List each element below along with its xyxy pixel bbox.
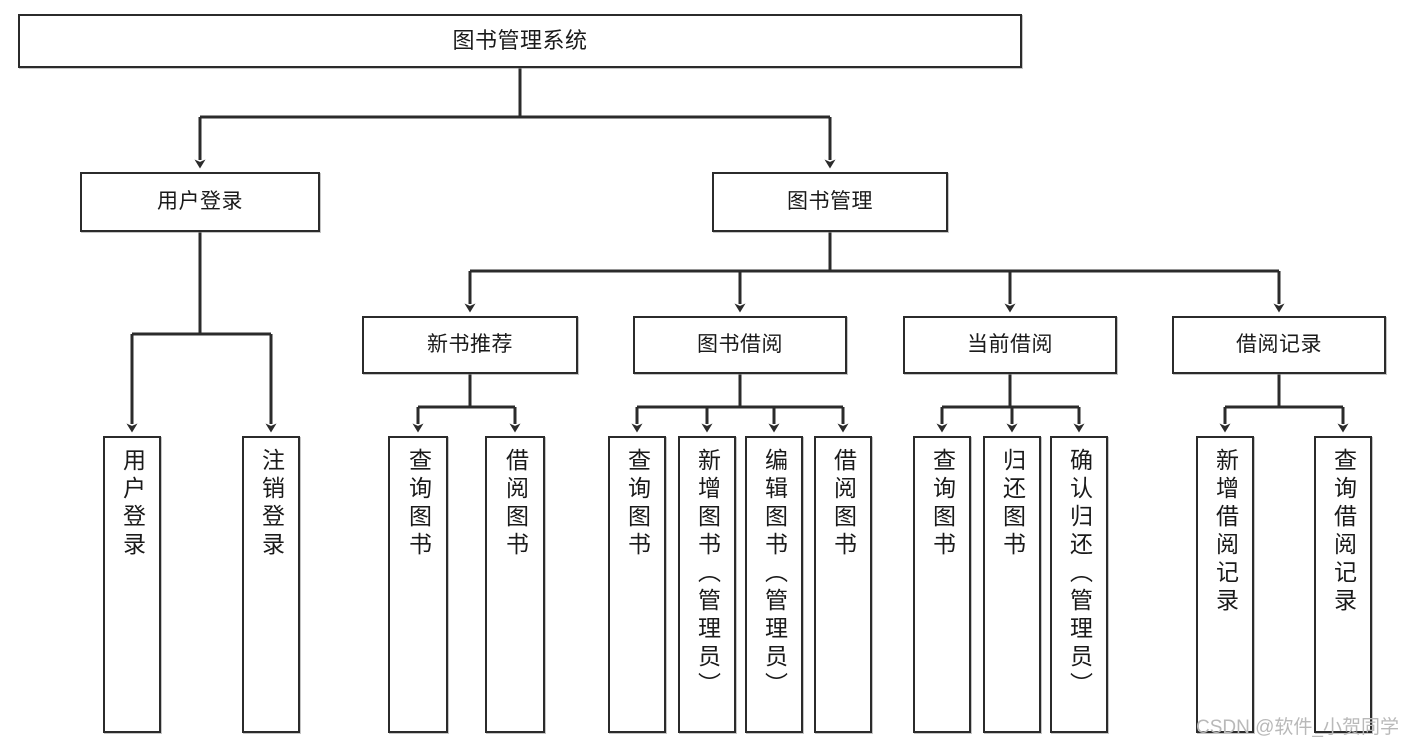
leaf-edit-book-admin[interactable]: 编辑图书（管理员） bbox=[745, 436, 803, 733]
leaf-query-book-recommend[interactable]: 查询图书 bbox=[388, 436, 448, 733]
leaf-add-book-admin[interactable]: 新增图书（管理员） bbox=[678, 436, 736, 733]
leaf-confirm-return-admin[interactable]: 确认归还（管理员） bbox=[1050, 436, 1108, 733]
node-current-borrow[interactable]: 当前借阅 bbox=[903, 316, 1117, 374]
node-label: 新书推荐 bbox=[427, 332, 513, 356]
node-label: 图书管理系统 bbox=[452, 28, 588, 54]
leaf-label: 查询借阅记录 bbox=[1330, 448, 1357, 616]
leaf-user-login[interactable]: 用户登录 bbox=[103, 436, 161, 733]
node-borrow-record[interactable]: 借阅记录 bbox=[1172, 316, 1386, 374]
leaf-label: 查询图书 bbox=[405, 448, 432, 560]
node-label: 图书管理 bbox=[787, 189, 873, 213]
leaf-label: 注销登录 bbox=[258, 448, 285, 560]
leaf-add-borrow-record[interactable]: 新增借阅记录 bbox=[1196, 436, 1254, 733]
leaf-return-book[interactable]: 归还图书 bbox=[983, 436, 1041, 733]
leaf-label: 新增图书（管理员） bbox=[694, 448, 721, 700]
node-label: 当前借阅 bbox=[967, 332, 1053, 356]
node-label: 用户登录 bbox=[157, 189, 243, 213]
node-new-book-recommend[interactable]: 新书推荐 bbox=[362, 316, 578, 374]
leaf-label: 编辑图书（管理员） bbox=[761, 448, 788, 700]
leaf-label: 借阅图书 bbox=[830, 448, 857, 560]
leaf-query-borrow-record[interactable]: 查询借阅记录 bbox=[1314, 436, 1372, 733]
leaf-borrow-book[interactable]: 借阅图书 bbox=[814, 436, 872, 733]
leaf-label: 借阅图书 bbox=[502, 448, 529, 560]
node-label: 借阅记录 bbox=[1236, 332, 1322, 356]
leaf-logout-login[interactable]: 注销登录 bbox=[242, 436, 300, 733]
node-label: 图书借阅 bbox=[697, 332, 783, 356]
node-user-login[interactable]: 用户登录 bbox=[80, 172, 320, 232]
leaf-query-book-current[interactable]: 查询图书 bbox=[913, 436, 971, 733]
leaf-label: 确认归还（管理员） bbox=[1066, 448, 1093, 700]
leaf-label: 归还图书 bbox=[999, 448, 1026, 560]
leaf-query-book-borrow[interactable]: 查询图书 bbox=[608, 436, 666, 733]
leaf-label: 查询图书 bbox=[624, 448, 651, 560]
node-book-management[interactable]: 图书管理 bbox=[712, 172, 948, 232]
node-book-management-system[interactable]: 图书管理系统 bbox=[18, 14, 1022, 68]
leaf-label: 新增借阅记录 bbox=[1212, 448, 1239, 616]
leaf-label: 用户登录 bbox=[119, 448, 146, 560]
leaf-borrow-book-recommend[interactable]: 借阅图书 bbox=[485, 436, 545, 733]
leaf-label: 查询图书 bbox=[929, 448, 956, 560]
node-book-borrow[interactable]: 图书借阅 bbox=[633, 316, 847, 374]
csdn-watermark: CSDN @软件_小贺同学 bbox=[1196, 717, 1399, 738]
